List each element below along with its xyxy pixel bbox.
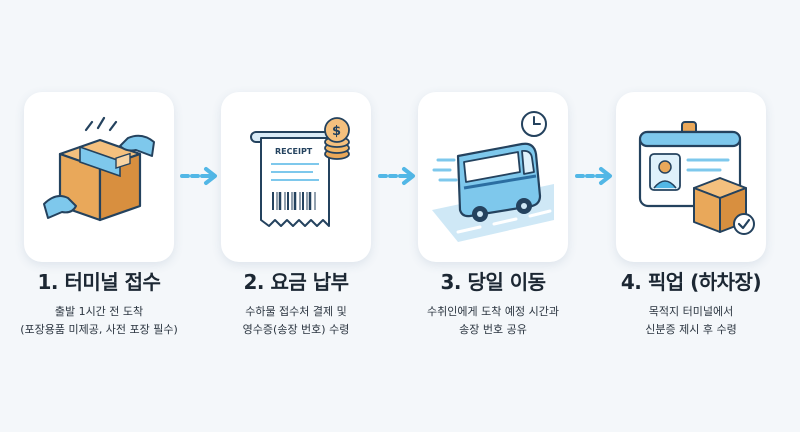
- step-3-desc-line1: 수취인에게 도착 예정 시간과: [427, 305, 559, 318]
- id-card-box-icon: [638, 121, 755, 235]
- bus-clock-icon: [432, 111, 554, 242]
- step-1-desc-line2: (포장용품 미제공, 사전 포장 필수): [20, 323, 178, 336]
- step-4-title: 4. 픽업 (하차장): [620, 270, 762, 294]
- arrow-right-icon: [180, 167, 217, 185]
- step-3-desc-line2: 송장 번호 공유: [459, 323, 527, 336]
- step-4-desc-line2: 신분증 제시 후 수령: [645, 323, 737, 336]
- step-2-desc-line1: 수하물 접수처 결제 및: [245, 305, 347, 318]
- step-2-text: 2. 요금 납부 수하물 접수처 결제 및 영수증(송장 번호) 수령: [201, 266, 391, 339]
- step-2-desc-line2: 영수증(송장 번호) 수령: [242, 323, 350, 336]
- step-4-text: 4. 픽업 (하차장) 목적지 터미널에서 신분증 제시 후 수령: [596, 266, 786, 339]
- step-3-card: [418, 92, 568, 262]
- step-2-card: RECEIPT $: [221, 92, 371, 262]
- step-1-title: 1. 터미널 접수: [37, 270, 161, 294]
- arrow-right-icon: [378, 167, 415, 185]
- step-4-desc-line1: 목적지 터미널에서: [648, 305, 734, 318]
- receipt-coins-icon: RECEIPT $: [250, 117, 350, 227]
- step-4-card: [616, 92, 766, 262]
- box-handover-icon: [43, 116, 155, 222]
- step-2-title: 2. 요금 납부: [243, 270, 349, 294]
- arrow-right-icon: [575, 167, 612, 185]
- step-1-text: 1. 터미널 접수 출발 1시간 전 도착 (포장용품 미제공, 사전 포장 필…: [4, 266, 194, 339]
- svg-text:$: $: [332, 124, 341, 139]
- receipt-label: RECEIPT: [275, 147, 313, 156]
- step-3-title: 3. 당일 이동: [440, 270, 546, 294]
- step-3-text: 3. 당일 이동 수취인에게 도착 예정 시간과 송장 번호 공유: [398, 266, 588, 339]
- step-1-card: [24, 92, 174, 262]
- step-1-desc-line1: 출발 1시간 전 도착: [54, 305, 144, 318]
